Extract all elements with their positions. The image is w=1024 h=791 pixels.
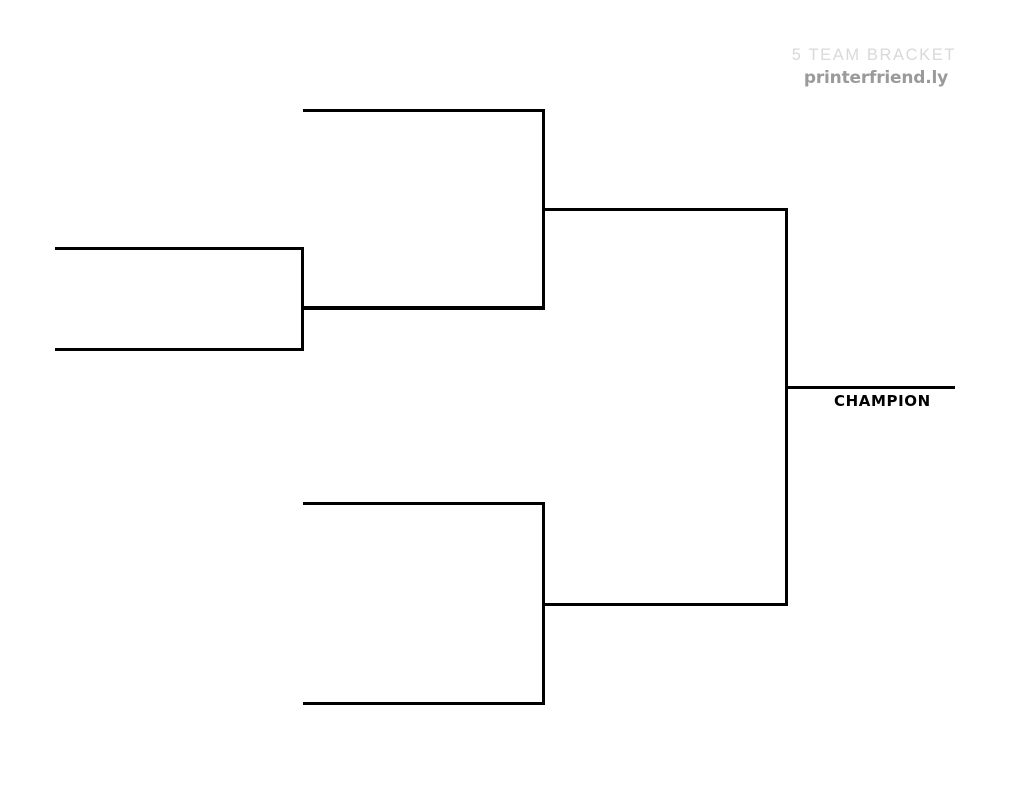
- slot-semifinal-bottom-upper[interactable]: [305, 477, 543, 503]
- slot-semifinal-top-lower[interactable]: [305, 281, 543, 307]
- bracket-title: 5 TEAM BRACKET: [791, 46, 956, 64]
- slot-champion[interactable]: [788, 361, 955, 387]
- match-final: [785, 208, 955, 606]
- slot-final-lower[interactable]: [545, 578, 786, 604]
- branding-header: 5 TEAM BRACKET printerfriend.ly: [792, 47, 956, 87]
- match-semifinal-top: [303, 109, 788, 309]
- champion-label: CHAMPION: [834, 392, 931, 410]
- slot-final-upper[interactable]: [545, 183, 786, 209]
- slot-semifinal-bottom-lower[interactable]: [305, 677, 543, 703]
- slot-semifinal-top-upper[interactable]: [305, 84, 543, 110]
- match-semifinal-bottom: [303, 502, 788, 705]
- slot-play-in-top[interactable]: [57, 222, 302, 248]
- slot-play-in-bottom[interactable]: [57, 323, 302, 349]
- printerfriendly-logo: printerfriend.ly: [803, 67, 948, 88]
